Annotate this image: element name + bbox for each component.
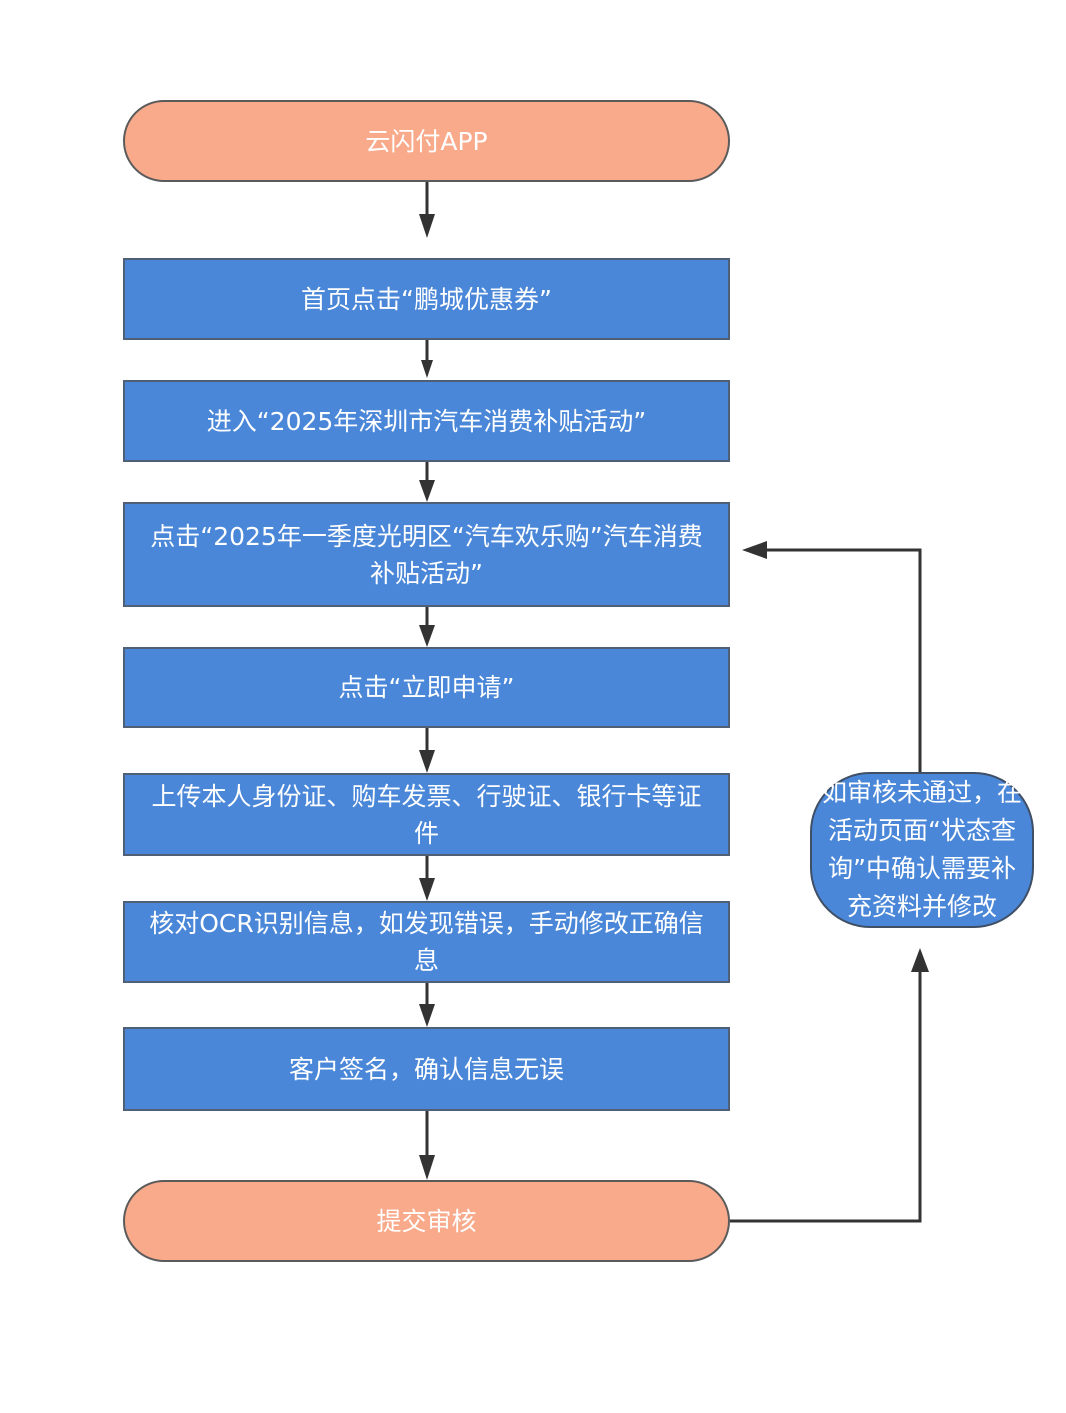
step-homepage-coupon: 首页点击“鹏城优惠券”	[123, 258, 730, 340]
step-apply-now-label: 点击“立即申请”	[338, 673, 515, 702]
arrowhead-step3	[419, 480, 435, 502]
arrowhead-step4	[419, 625, 435, 647]
step-enter-activity-label: 进入“2025年深圳市汽车消费补贴活动”	[206, 406, 647, 436]
feedback-node: 如审核未通过，在活动页面“状态查询”中确认需要补充资料并修改	[810, 772, 1034, 928]
arrowhead-step1	[419, 214, 435, 238]
start-node-label: 云闪付APP	[365, 126, 488, 156]
connector-feedback-step3	[763, 548, 922, 786]
step-upload-documents: 上传本人身份证、购车发票、行驶证、银行卡等证件	[123, 773, 730, 856]
step-click-district-activity-label: 点击“2025年一季度光明区“汽车欢乐购”汽车消费补贴活动”	[150, 521, 703, 588]
end-node-label: 提交审核	[376, 1206, 477, 1236]
arrowhead-step2	[421, 360, 433, 378]
arrowhead-feedback	[911, 948, 929, 972]
arrowhead-step5	[419, 750, 435, 773]
step-homepage-coupon-label: 首页点击“鹏城优惠券”	[301, 284, 552, 314]
step-customer-signature-label: 客户签名，确认信息无误	[288, 1054, 564, 1084]
feedback-node-label: 如审核未通过，在活动页面“状态查询”中确认需要补充资料并修改	[822, 778, 1023, 921]
step-verify-ocr: 核对OCR识别信息，如发现错误，手动修改正确信息	[123, 901, 730, 983]
step-enter-activity: 进入“2025年深圳市汽车消费补贴活动”	[123, 380, 730, 462]
step-upload-documents-label: 上传本人身份证、购车发票、行驶证、银行卡等证件	[151, 781, 702, 848]
end-node: 提交审核	[123, 1180, 730, 1262]
arrowhead-end	[419, 1155, 435, 1180]
connector-end-feedback	[730, 968, 922, 1223]
arrowhead-step7	[419, 1004, 435, 1027]
arrowhead-back-step3	[742, 541, 767, 559]
step-customer-signature: 客户签名，确认信息无误	[123, 1027, 730, 1111]
step-apply-now: 点击“立即申请”	[123, 647, 730, 728]
step-verify-ocr-label: 核对OCR识别信息，如发现错误，手动修改正确信息	[149, 909, 704, 975]
arrowhead-step6	[419, 878, 435, 901]
step-click-district-activity: 点击“2025年一季度光明区“汽车欢乐购”汽车消费补贴活动”	[123, 502, 730, 607]
start-node: 云闪付APP	[123, 100, 730, 182]
